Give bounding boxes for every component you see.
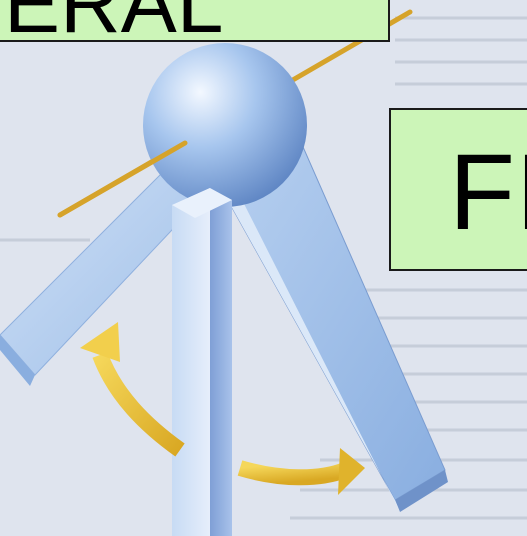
vertical-post (172, 188, 232, 536)
title-label-right: FI (389, 108, 527, 271)
rotation-arrow-right (240, 448, 365, 495)
rotation-arrow-left (80, 322, 180, 450)
title-label-top-text: ERÁL (4, 0, 223, 42)
title-label-right-text: FI (449, 131, 527, 252)
sphere (143, 43, 307, 207)
title-label-top: ERÁL (0, 0, 390, 42)
